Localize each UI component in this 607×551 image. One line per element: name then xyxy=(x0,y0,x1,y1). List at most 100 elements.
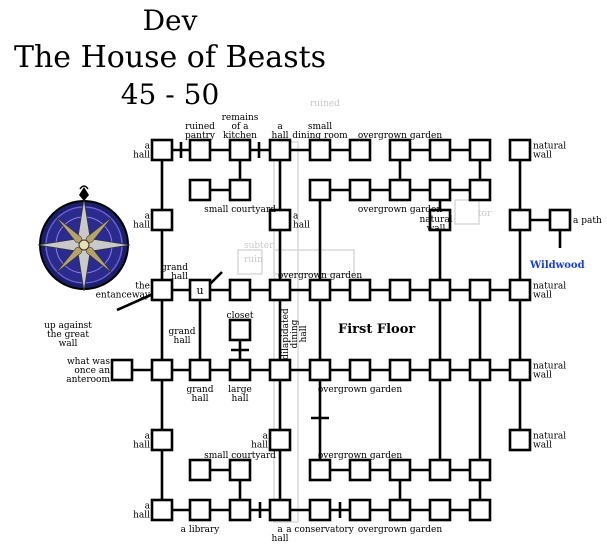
room-og-r2-2[interactable] xyxy=(348,178,372,202)
room-og-r4-2[interactable] xyxy=(348,278,372,302)
room-natural-wall-6[interactable] xyxy=(508,358,532,382)
room-og-r2-5[interactable] xyxy=(468,178,492,202)
room-dining-2[interactable] xyxy=(348,138,372,162)
room-sc-top-1[interactable] xyxy=(188,178,212,202)
room-og-r6-2[interactable] xyxy=(348,358,372,382)
room-og-r8-4[interactable] xyxy=(428,458,452,482)
room-small-dining-room[interactable] xyxy=(308,138,332,162)
room-sc-top-2[interactable] xyxy=(228,178,252,202)
room-a-hall-r7b[interactable] xyxy=(268,428,292,452)
room-label-garden-top-1: overgrown garden xyxy=(358,131,442,141)
room-a-hall-r9[interactable] xyxy=(150,498,174,522)
room-og-bot-2[interactable] xyxy=(428,498,452,522)
room-conservatory[interactable] xyxy=(308,498,332,522)
map-title-zone: Dev xyxy=(142,4,198,37)
room-og-r4-4[interactable] xyxy=(428,278,452,302)
room-natural-wall-3[interactable] xyxy=(428,208,452,232)
room-label-sc-bot-2: small courtyard xyxy=(204,451,276,461)
room-label-sc-top-2: small courtyard xyxy=(204,205,276,215)
room-a-path[interactable] xyxy=(548,208,572,232)
room-og-r8-5[interactable] xyxy=(468,458,492,482)
room-label-og-r8-2: overgrown garden xyxy=(318,451,402,461)
room-og-r4-3[interactable] xyxy=(388,278,412,302)
room-garden-top-3[interactable] xyxy=(468,138,492,162)
room-a-hall-bot[interactable] xyxy=(268,498,292,522)
room-label-og-r6-2: overgrown garden xyxy=(318,385,402,395)
room-og-r8-2[interactable] xyxy=(348,458,372,482)
room-og-r8-3[interactable] xyxy=(388,458,412,482)
room-natural-wall-4[interactable] xyxy=(508,278,532,302)
room-a-hall-r7[interactable] xyxy=(150,428,174,452)
room-og-r6-3[interactable] xyxy=(388,358,412,382)
room-og-r4-1[interactable] xyxy=(308,278,332,302)
room-og-r8-1[interactable] xyxy=(308,458,332,482)
room-sc-bot-2[interactable] xyxy=(228,458,252,482)
area-link-wildwood[interactable]: Wildwood xyxy=(529,260,585,271)
room-garden-top-2[interactable] xyxy=(428,138,452,162)
ghost-label: tor xyxy=(478,209,492,219)
room-cons-2[interactable] xyxy=(348,498,372,522)
room-r3-right-a[interactable] xyxy=(508,208,532,232)
room-a-hall-r1[interactable] xyxy=(150,138,174,162)
rooms-layer xyxy=(110,138,572,522)
room-gh-3[interactable] xyxy=(268,278,292,302)
room-og-bot-1[interactable] xyxy=(388,498,412,522)
room-grand-hall-2[interactable] xyxy=(188,358,212,382)
room-entranceway[interactable] xyxy=(150,278,174,302)
room-og-r2-3[interactable] xyxy=(388,178,412,202)
room-og-r6-5[interactable] xyxy=(468,358,492,382)
map-title-name: The House of Beasts xyxy=(13,40,327,75)
room-closet[interactable] xyxy=(228,318,252,342)
room-a-hall-r3[interactable] xyxy=(150,208,174,232)
room-remains-kitchen[interactable] xyxy=(228,138,252,162)
room-label-og-r4-1: overgrown garden xyxy=(278,271,362,281)
room-grand-hall-1[interactable] xyxy=(188,278,212,302)
compass-rose-icon xyxy=(37,185,131,292)
room-a-hall-r3b[interactable] xyxy=(268,208,292,232)
ghost-label: ruin xyxy=(244,255,263,265)
room-anteroom[interactable] xyxy=(110,358,134,382)
floor-label: First Floor xyxy=(338,322,415,337)
room-mh-3[interactable] xyxy=(268,358,292,382)
room-garden-top-1[interactable] xyxy=(388,138,412,162)
room-main-hall-0[interactable] xyxy=(150,358,174,382)
room-natural-wall-7[interactable] xyxy=(508,428,532,452)
map-title-levels: 45 - 50 xyxy=(120,78,220,111)
ghost-label: ruined xyxy=(310,99,340,109)
room-lib-2[interactable] xyxy=(228,498,252,522)
room-ruined-pantry[interactable] xyxy=(188,138,212,162)
room-sc-bot-1[interactable] xyxy=(188,458,212,482)
room-og-r4-5[interactable] xyxy=(468,278,492,302)
room-gh-2[interactable] xyxy=(228,278,252,302)
room-label-a-path: a path xyxy=(573,216,602,226)
ghost-label: subter xyxy=(244,241,274,251)
room-natural-wall-1[interactable] xyxy=(508,138,532,162)
room-og-r2-1[interactable] xyxy=(308,178,332,202)
room-large-hall[interactable] xyxy=(228,358,252,382)
room-og-r6-4[interactable] xyxy=(428,358,452,382)
room-og-r2-4[interactable] xyxy=(428,178,452,202)
room-library[interactable] xyxy=(188,498,212,522)
room-og-r6-1[interactable] xyxy=(308,358,332,382)
room-og-bot-3[interactable] xyxy=(468,498,492,522)
room-a-hall-top[interactable] xyxy=(268,138,292,162)
